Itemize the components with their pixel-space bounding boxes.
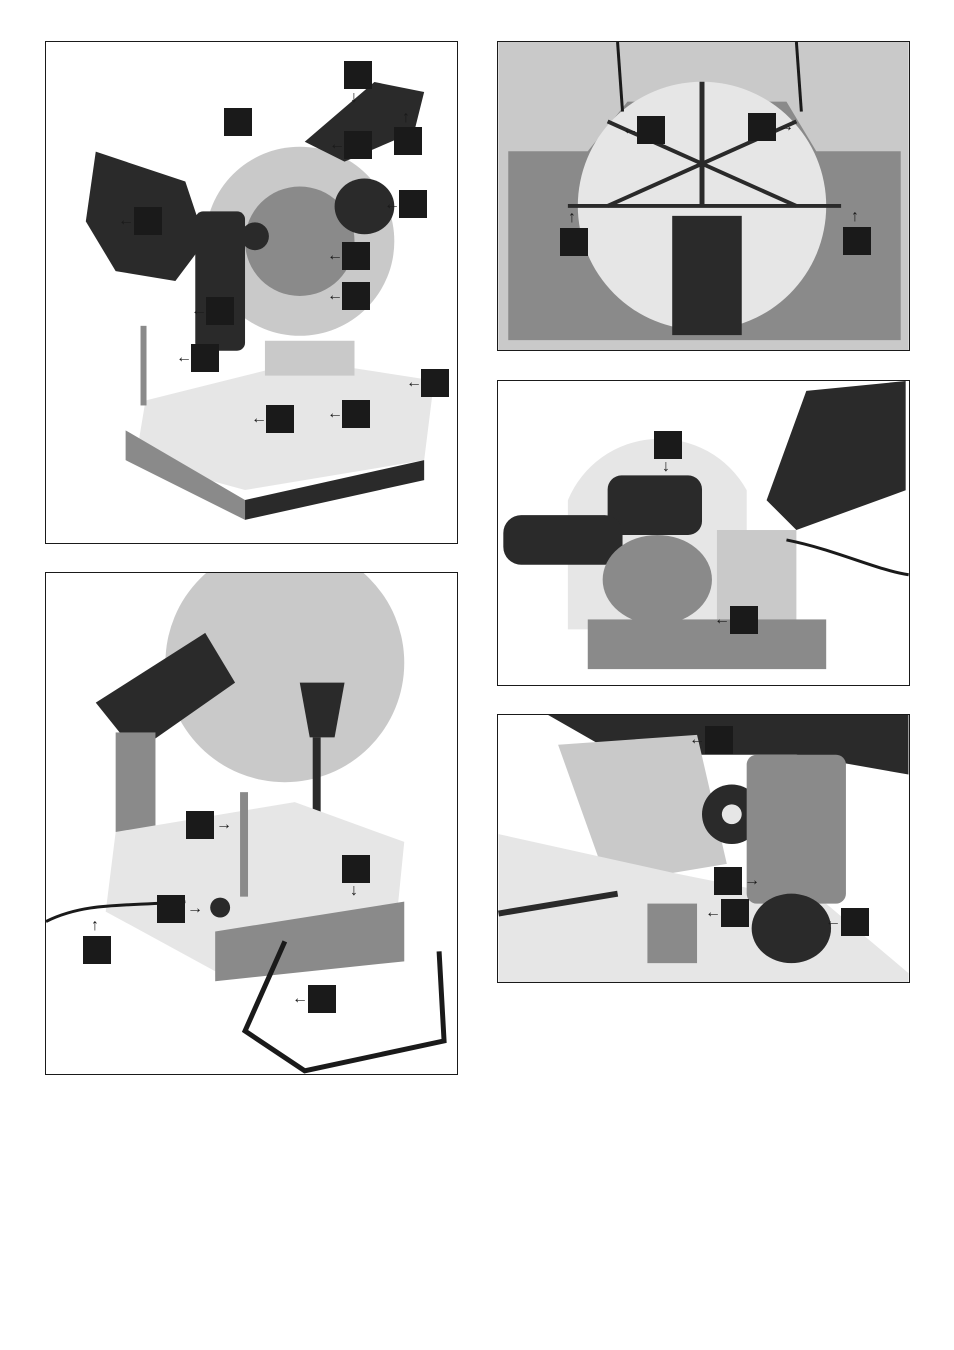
figure-panel-head-top: ↓ ← [497, 380, 910, 686]
arrow-up-icon: ↑ [402, 109, 410, 126]
callout-marker [186, 811, 214, 839]
arrow-left-icon: ← [406, 374, 422, 391]
callout-marker [748, 113, 776, 141]
callout-marker [342, 855, 370, 883]
arrow-left-icon: ← [327, 287, 343, 304]
callout-marker [560, 228, 588, 256]
arrow-left-icon: ← [251, 410, 267, 427]
arrow-down-icon: ↓ [350, 882, 358, 899]
arrow-down-icon: ↓ [350, 89, 358, 106]
callout-marker [843, 227, 871, 255]
arrow-left-icon: ← [327, 247, 343, 264]
callout-marker [342, 242, 370, 270]
callout-marker [83, 936, 111, 964]
figure-panel-bevel-detail: ← → ← ← [497, 714, 910, 983]
arrow-up-icon: ↑ [851, 208, 859, 225]
callout-marker [344, 61, 372, 89]
arrow-right-icon: → [778, 118, 794, 135]
figure-panel-overview: ↓ ← ↑ ← ← ← ← ← ← ← ← ← [45, 41, 458, 544]
callout-marker [342, 282, 370, 310]
head-top-photo [503, 381, 909, 670]
callout-marker [654, 431, 682, 459]
callout-marker [399, 190, 427, 218]
arrow-left-icon: ← [292, 990, 308, 1007]
callout-marker [394, 127, 422, 155]
arrow-left-icon: ← [191, 302, 207, 319]
callout-marker [342, 400, 370, 428]
base-underside-photo [498, 42, 909, 350]
arrow-left-icon: ← [327, 405, 343, 422]
figure-panel-base-underside: ← → ↑ ↑ [497, 41, 910, 351]
callout-marker [721, 899, 749, 927]
arrow-left-icon: ← [705, 904, 721, 921]
callout-marker [191, 344, 219, 372]
arrow-left-icon: ← [689, 731, 705, 748]
arrow-up-icon: ↑ [568, 209, 576, 226]
callout-marker [224, 108, 252, 136]
callout-marker [344, 131, 372, 159]
callout-marker [841, 908, 869, 936]
arrow-right-icon: → [187, 900, 203, 917]
arrow-down-icon: ↓ [662, 458, 670, 475]
arrow-up-icon: ↑ [91, 917, 99, 934]
arrow-left-icon: ← [384, 196, 400, 213]
rear-clamp-photo [46, 573, 447, 1074]
arrow-left-icon: ← [176, 349, 192, 366]
callout-marker [206, 297, 234, 325]
callout-marker [266, 405, 294, 433]
arrow-left-icon: ← [118, 212, 134, 229]
callout-marker [705, 726, 733, 754]
callout-marker [157, 895, 185, 923]
callout-marker [421, 369, 449, 397]
arrow-right-icon: → [744, 872, 760, 889]
arrow-right-icon: → [216, 816, 232, 833]
figure-panel-rear-clamp: → ↓ → ↑ ← [45, 572, 458, 1075]
arrow-left-icon: ← [622, 121, 638, 138]
arrow-left-icon: ← [825, 913, 841, 930]
callout-marker [134, 207, 162, 235]
callout-marker [714, 867, 742, 895]
callout-marker [730, 606, 758, 634]
bevel-detail-photo [498, 715, 909, 982]
callout-marker [308, 985, 336, 1013]
callout-marker [637, 116, 665, 144]
arrow-left-icon: ← [714, 611, 730, 628]
arrow-left-icon: ← [329, 136, 345, 153]
